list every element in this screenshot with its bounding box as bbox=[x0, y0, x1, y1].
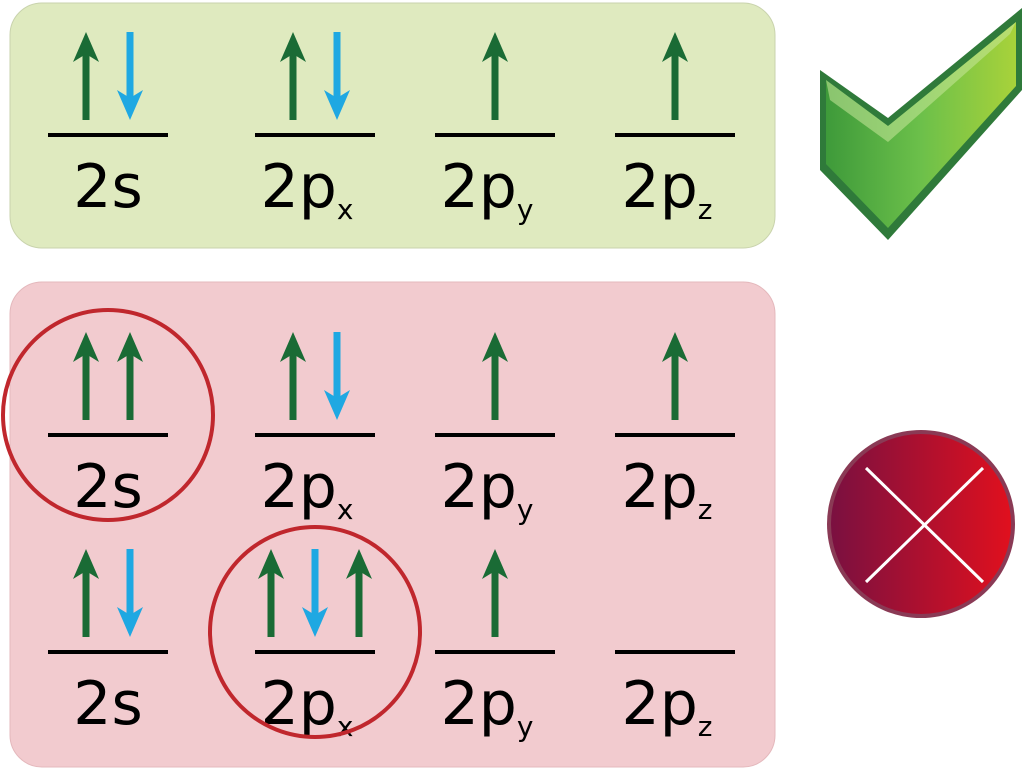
spin-up-arrow bbox=[73, 32, 99, 120]
orbital-label: 2pz bbox=[622, 669, 713, 743]
orbital-subscript: y bbox=[517, 493, 534, 526]
orbital-number: 2 bbox=[73, 152, 111, 222]
orbital-number: 2 bbox=[622, 152, 660, 222]
orbital-letter: p bbox=[660, 452, 698, 522]
spin-down-arrow bbox=[324, 32, 350, 120]
spin-up-arrow bbox=[482, 549, 508, 637]
orbital-label: 2py bbox=[441, 669, 534, 743]
orbital-number: 2 bbox=[622, 669, 660, 739]
spin-up-arrow bbox=[482, 32, 508, 120]
orbital-subscript: y bbox=[517, 710, 534, 743]
cross-icon bbox=[827, 430, 1015, 618]
orbital-pz: 2pz bbox=[615, 32, 735, 226]
orbital-letter: p bbox=[299, 152, 337, 222]
orbital-subscript: x bbox=[337, 193, 354, 226]
spin-up-arrow bbox=[73, 549, 99, 637]
orbital-s: 2s bbox=[1, 308, 215, 522]
spin-down-arrow bbox=[117, 549, 143, 637]
correct-panel-bg bbox=[9, 2, 776, 249]
orbital-number: 2 bbox=[261, 669, 299, 739]
orbital-letter: p bbox=[299, 669, 337, 739]
orbital-number: 2 bbox=[73, 669, 111, 739]
orbital-pz: 2pz bbox=[615, 332, 735, 526]
orbital-number: 2 bbox=[261, 452, 299, 522]
orbital-number: 2 bbox=[261, 152, 299, 222]
check-icon bbox=[820, 8, 1022, 240]
orbital-letter: s bbox=[111, 452, 142, 522]
orbital-letter: p bbox=[299, 452, 337, 522]
orbital-pz: 2pz bbox=[615, 650, 735, 743]
orbital-label: 2py bbox=[441, 152, 534, 226]
orbital-label: 2pz bbox=[622, 452, 713, 526]
orbital-px: 2px bbox=[208, 525, 422, 743]
spin-up-arrow bbox=[662, 32, 688, 120]
orbital-subscript: x bbox=[337, 493, 354, 526]
violation-circle bbox=[208, 525, 422, 739]
orbital-number: 2 bbox=[622, 452, 660, 522]
orbital-label: 2px bbox=[261, 152, 354, 226]
orbital-s: 2s bbox=[48, 549, 168, 739]
orbital-letter: p bbox=[479, 152, 517, 222]
orbital-number: 2 bbox=[73, 452, 111, 522]
orbital-label: 2px bbox=[261, 452, 354, 526]
orbital-subscript: x bbox=[337, 710, 354, 743]
violation-circle bbox=[1, 308, 215, 522]
orbital-letter: s bbox=[111, 152, 142, 222]
orbital-label: 2pz bbox=[622, 152, 713, 226]
orbital-subscript: z bbox=[698, 493, 713, 526]
spin-up-arrow bbox=[117, 332, 143, 420]
orbital-subscript: z bbox=[698, 193, 713, 226]
spin-up-arrow bbox=[73, 332, 99, 420]
spin-up-arrow bbox=[280, 32, 306, 120]
spin-down-arrow bbox=[324, 332, 350, 420]
orbital-letter: p bbox=[479, 452, 517, 522]
orbital-label: 2s bbox=[73, 152, 142, 222]
orbital-px: 2px bbox=[255, 32, 375, 226]
orbital-label: 2s bbox=[73, 669, 142, 739]
orbital-letter: p bbox=[660, 152, 698, 222]
orbital-px: 2px bbox=[255, 332, 375, 526]
orbital-number: 2 bbox=[441, 669, 479, 739]
orbital-subscript: z bbox=[698, 710, 713, 743]
orbital-label: 2s bbox=[73, 452, 142, 522]
orbital-py: 2py bbox=[435, 32, 555, 226]
orbital-label: 2py bbox=[441, 452, 534, 526]
spin-down-arrow bbox=[302, 549, 328, 637]
orbital-letter: s bbox=[111, 669, 142, 739]
orbital-subscript: y bbox=[517, 193, 534, 226]
spin-up-arrow bbox=[280, 332, 306, 420]
spin-down-arrow bbox=[117, 32, 143, 120]
orbital-py: 2py bbox=[435, 332, 555, 526]
spin-up-arrow bbox=[258, 549, 284, 637]
orbital-letter: p bbox=[660, 669, 698, 739]
spin-up-arrow bbox=[662, 332, 688, 420]
incorrect-panel-bg bbox=[9, 281, 776, 768]
spin-up-arrow bbox=[346, 549, 372, 637]
orbital-number: 2 bbox=[441, 452, 479, 522]
orbital-s: 2s bbox=[48, 32, 168, 222]
orbital-py: 2py bbox=[435, 549, 555, 743]
spin-up-arrow bbox=[482, 332, 508, 420]
orbital-letter: p bbox=[479, 669, 517, 739]
orbital-number: 2 bbox=[441, 152, 479, 222]
